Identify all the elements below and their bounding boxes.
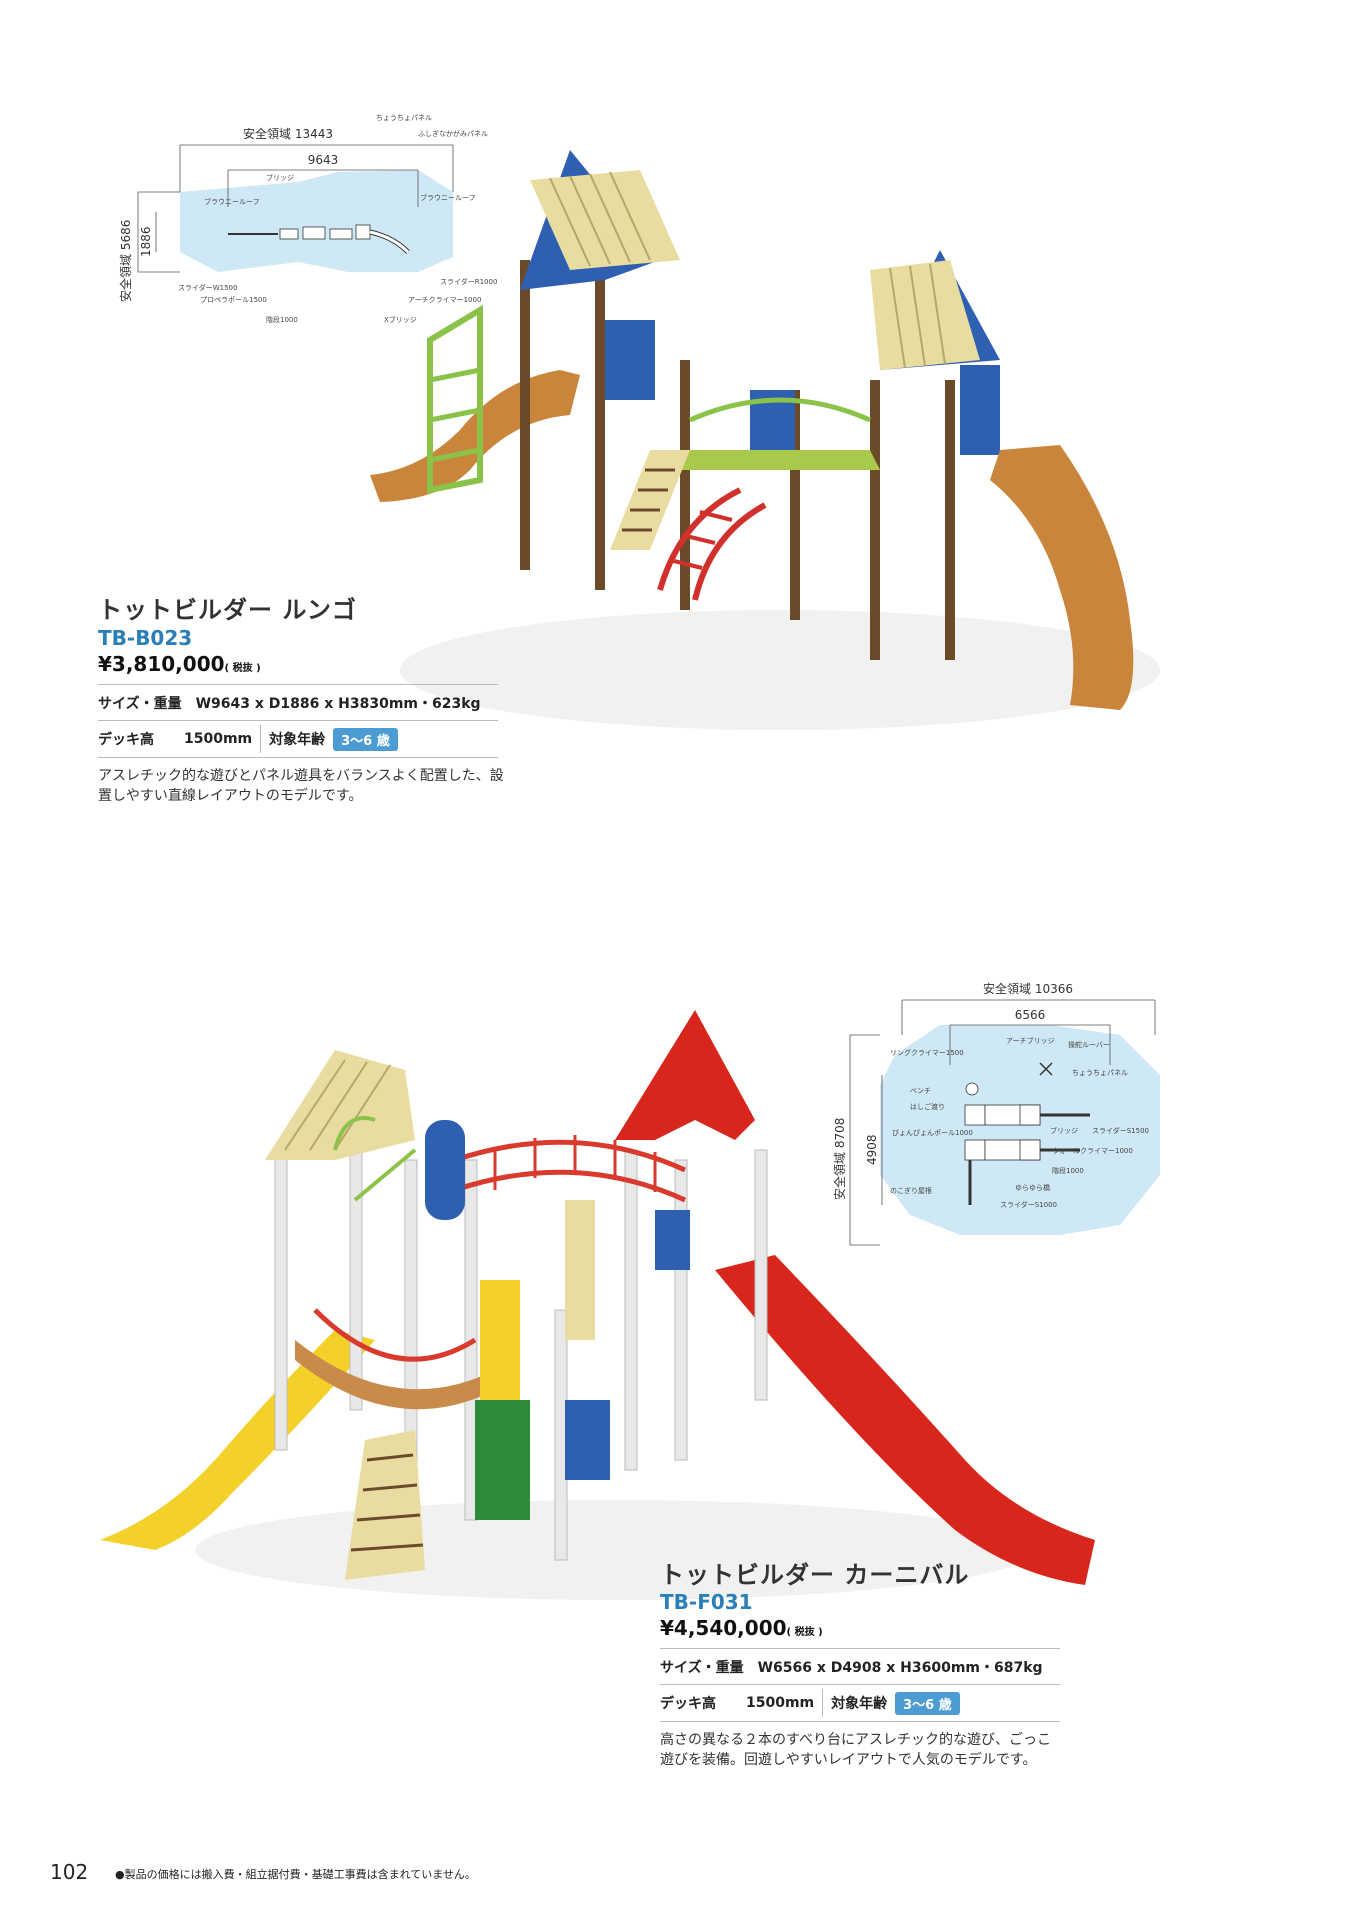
diagram1-label: アーチクライマー1000: [408, 296, 481, 304]
diagram1-label: 階段1000: [266, 315, 298, 324]
diagram1-label: プロペラポール1500: [200, 296, 267, 304]
diagram2-depth: 4908: [865, 1134, 879, 1165]
layout-diagram-1: 安全領域 13443 9643 安全領域 5686 1886 ちょうちょパネル …: [118, 114, 497, 324]
diagram2-label: はしご渡り: [910, 1102, 945, 1111]
diagram2-label: ベンチ: [910, 1087, 931, 1095]
diagram1-label: ブリッジ: [266, 173, 294, 182]
diagram1-label: Xブリッジ: [384, 315, 417, 324]
product-price-2: ¥4,540,000( 税抜 ): [660, 1616, 823, 1640]
divider: [822, 1689, 824, 1717]
deck-label: デッキ高: [660, 1696, 716, 1712]
size-label: サイズ・重量: [660, 1660, 744, 1676]
diagram2-label: スライダーS1500: [1092, 1126, 1149, 1135]
diagram1-label: スライダーW1500: [178, 283, 237, 292]
arch-ladder: [657, 487, 742, 591]
age-badge: 3～6 歳: [333, 727, 398, 751]
diagram1-width: 9643: [308, 153, 339, 167]
layout-diagram-2: 安全領域 10366 6566 安全領域 8708 4908 リングクライマー1…: [832, 981, 1160, 1246]
product-illustration-1: [370, 150, 1160, 730]
slide-right: [715, 1255, 1095, 1585]
slide-left: [100, 1330, 375, 1550]
product-price-1: ¥3,810,000( 税抜 ): [98, 652, 261, 676]
diagram1-label: ふしぎなかがみパネル: [418, 129, 488, 138]
spec-size-row-2: サイズ・重量 W6566 x D4908 x H3600mm・687kg: [660, 1648, 1060, 1685]
product-name-1: トットビルダー ルンゴ: [98, 596, 357, 624]
diagram2-label: のこぎり屋根: [890, 1186, 932, 1195]
page-number: 102: [50, 1860, 89, 1884]
size-label: サイズ・重量: [98, 696, 182, 712]
climber-left: [427, 304, 483, 494]
deck-value: 1500mm: [184, 731, 253, 747]
tax-label: ( 税抜 ): [224, 663, 261, 674]
footnote: ●製品の価格には搬入費・組立据付費・基礎工事費は含まれていません。: [115, 1868, 476, 1881]
price-value: ¥3,810,000: [98, 652, 225, 676]
diagram2-label: ちょうちょパネル: [1072, 1069, 1128, 1077]
diagram1-safety-width: 安全領域 13443: [243, 126, 333, 141]
diagram2-label: 操舵ルーバー: [1068, 1040, 1110, 1049]
slide-right: [990, 445, 1134, 710]
spec-deck-row-1: デッキ高 1500mm 対象年齢 3～6 歳: [98, 720, 498, 758]
diagram2-safety-depth: 安全領域 8708: [832, 1118, 847, 1200]
canopy: [615, 1010, 755, 1140]
age-label: 対象年齢: [831, 1696, 888, 1712]
diagram1-label: スライダーR1000: [440, 277, 497, 286]
age-badge: 3～6 歳: [895, 1691, 960, 1715]
diagram2-label: スライダーS1000: [1000, 1200, 1057, 1209]
diagram1-label: ブラウニールーフ: [420, 193, 476, 202]
diagram1-label: ブラウニールーフ: [204, 197, 260, 206]
diagram2-label: アーチブリッジ: [1006, 1036, 1055, 1045]
diagram1-safety-depth: 安全領域 5686: [118, 220, 133, 302]
product-code-1: TB-B023: [98, 626, 193, 650]
deck-value: 1500mm: [746, 1695, 815, 1711]
product-name-2: トットビルダー カーニバル: [660, 1561, 970, 1589]
diagram2-label: ウォールクライマー1000: [1052, 1147, 1133, 1155]
diagram2-label: ブリッジ: [1050, 1126, 1078, 1135]
product-code-2: TB-F031: [660, 1590, 753, 1614]
deck-label: デッキ高: [98, 732, 154, 748]
divider: [260, 725, 262, 753]
tax-label: ( 税抜 ): [786, 1627, 823, 1638]
size-value: W9643 x D1886 x H3830mm・623kg: [195, 696, 481, 712]
price-value: ¥4,540,000: [660, 1616, 787, 1640]
diagram2-label: ぴょんぴょんポール1000: [892, 1129, 973, 1137]
product-illustration-2: [100, 1010, 1095, 1600]
diagram2-safety-width: 安全領域 10366: [983, 981, 1073, 996]
product-description-1: アスレチック的な遊びとパネル遊具をバランスよく配置した、設置しやすい直線レイアウ…: [98, 768, 504, 804]
age-label: 対象年齢: [269, 732, 326, 748]
diagram1-depth: 1886: [139, 226, 153, 257]
diagram2-label: 階段1000: [1052, 1166, 1084, 1175]
spec-size-row-1: サイズ・重量 W9643 x D1886 x H3830mm・623kg: [98, 684, 498, 721]
diagram2-label: ゆらゆら橋: [1015, 1183, 1050, 1192]
spec-deck-row-2: デッキ高 1500mm 対象年齢 3～6 歳: [660, 1684, 1060, 1722]
size-value: W6566 x D4908 x H3600mm・687kg: [757, 1660, 1043, 1676]
diagram2-width: 6566: [1015, 1008, 1046, 1022]
diagram2-label: リングクライマー1500: [890, 1048, 964, 1057]
product-description-2: 高さの異なる２本のすべり台にアスレチック的な遊び、ごっこ遊びを装備。回遊しやすい…: [660, 1732, 1052, 1768]
diagram1-label: ちょうちょパネル: [376, 114, 432, 122]
